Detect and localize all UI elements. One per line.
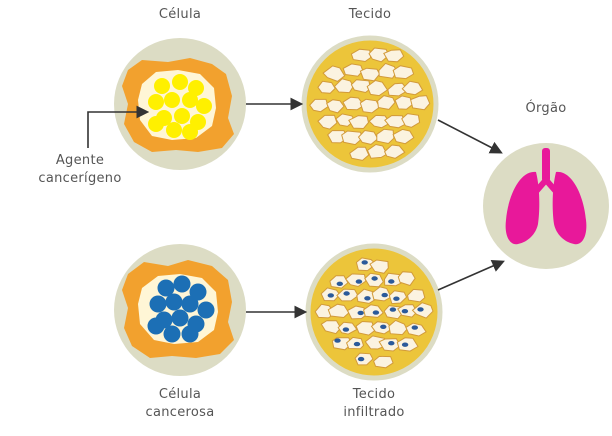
healthy-cell: [114, 38, 246, 170]
infiltrating-cell: [382, 293, 388, 297]
infiltrating-cell: [390, 307, 396, 311]
infiltrating-cell: [380, 325, 386, 329]
cancer-cell: [114, 244, 246, 376]
label-cancer-cell: Célula cancerosa: [120, 386, 240, 422]
infiltrating-cell: [358, 311, 364, 315]
infiltrating-cell: [343, 327, 349, 331]
yellow-nucleus-dot: [148, 116, 164, 132]
label-organ: Órgão: [506, 100, 586, 118]
blue-nucleus-dot: [174, 276, 191, 293]
infiltrating-cell: [354, 342, 360, 346]
blue-nucleus-dot: [166, 294, 183, 311]
infiltrating-cell: [373, 310, 379, 314]
infiltrating-cell: [393, 297, 399, 301]
infiltrating-cell: [328, 293, 334, 297]
infiltrating-cell: [358, 357, 364, 361]
arrow-infiltrated-to-organ: [438, 262, 502, 290]
label-carcinogen: Agente cancerígeno: [20, 152, 140, 188]
blue-nucleus-dot: [198, 302, 215, 319]
infiltrating-cell: [402, 309, 408, 313]
blue-nucleus-dot: [164, 326, 181, 343]
infiltrating-cell: [334, 338, 340, 342]
blue-nucleus-dot: [182, 326, 199, 343]
infiltrating-cell: [364, 296, 370, 300]
infiltrating-cell: [371, 276, 377, 280]
infiltrating-cell: [402, 343, 408, 347]
blue-nucleus-dot: [182, 296, 199, 313]
infiltrating-cell: [388, 279, 394, 283]
yellow-nucleus-dot: [154, 78, 170, 94]
yellow-nucleus-dot: [182, 92, 198, 108]
blue-nucleus-dot: [148, 318, 165, 335]
infiltrating-cell: [337, 282, 343, 286]
yellow-nucleus-dot: [166, 122, 182, 138]
healthy-tissue: [304, 38, 436, 170]
infiltrating-cell: [343, 291, 349, 295]
infiltrating-cell: [388, 341, 394, 345]
blue-nucleus-dot: [172, 310, 189, 327]
infiltrating-cell: [412, 325, 418, 329]
blue-nucleus-dot: [150, 296, 167, 313]
infiltrating-cell: [356, 279, 362, 283]
yellow-nucleus-dot: [196, 98, 212, 114]
label-tissue: Tecido: [330, 6, 410, 24]
infiltrating-cell: [417, 307, 423, 311]
label-cell: Célula: [140, 6, 220, 24]
infiltrating-cell: [362, 260, 368, 264]
label-infiltrated-tissue: Tecido infiltrado: [314, 386, 434, 422]
yellow-nucleus-dot: [182, 124, 198, 140]
yellow-nucleus-dot: [164, 92, 180, 108]
yellow-nucleus-dot: [174, 108, 190, 124]
infiltrated-tissue: [308, 246, 440, 378]
organ: [483, 143, 609, 269]
yellow-nucleus-dot: [148, 94, 164, 110]
tissue-cell: [356, 322, 375, 336]
arrow-tissue-to-organ: [438, 120, 500, 152]
yellow-nucleus-dot: [172, 74, 188, 90]
